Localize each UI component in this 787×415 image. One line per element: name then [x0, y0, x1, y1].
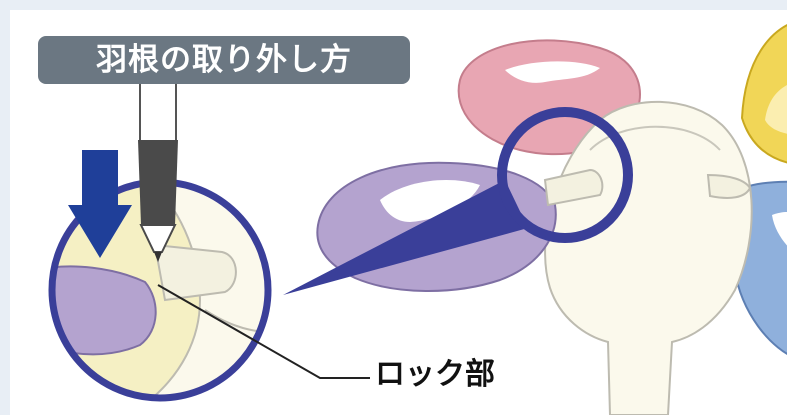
callout-pointer	[283, 180, 528, 295]
pink-blade-highlight	[505, 61, 600, 83]
pen-tool	[138, 81, 178, 262]
hub-inner-rim	[589, 125, 721, 151]
lock-part-label: ロック部	[375, 357, 495, 392]
hub-right-socket	[706, 173, 752, 199]
purple-blade-highlight	[380, 180, 480, 222]
blade-shaft	[543, 168, 604, 207]
fan-hub	[544, 100, 753, 415]
detail-highlight-ring	[497, 107, 633, 243]
lock-leader-line	[157, 284, 370, 379]
page-title: 羽根の取り外し方	[38, 36, 410, 84]
press-down-arrow	[68, 150, 132, 258]
yellow-blade-highlight	[765, 85, 787, 134]
blue-blade-highlight	[772, 212, 787, 246]
